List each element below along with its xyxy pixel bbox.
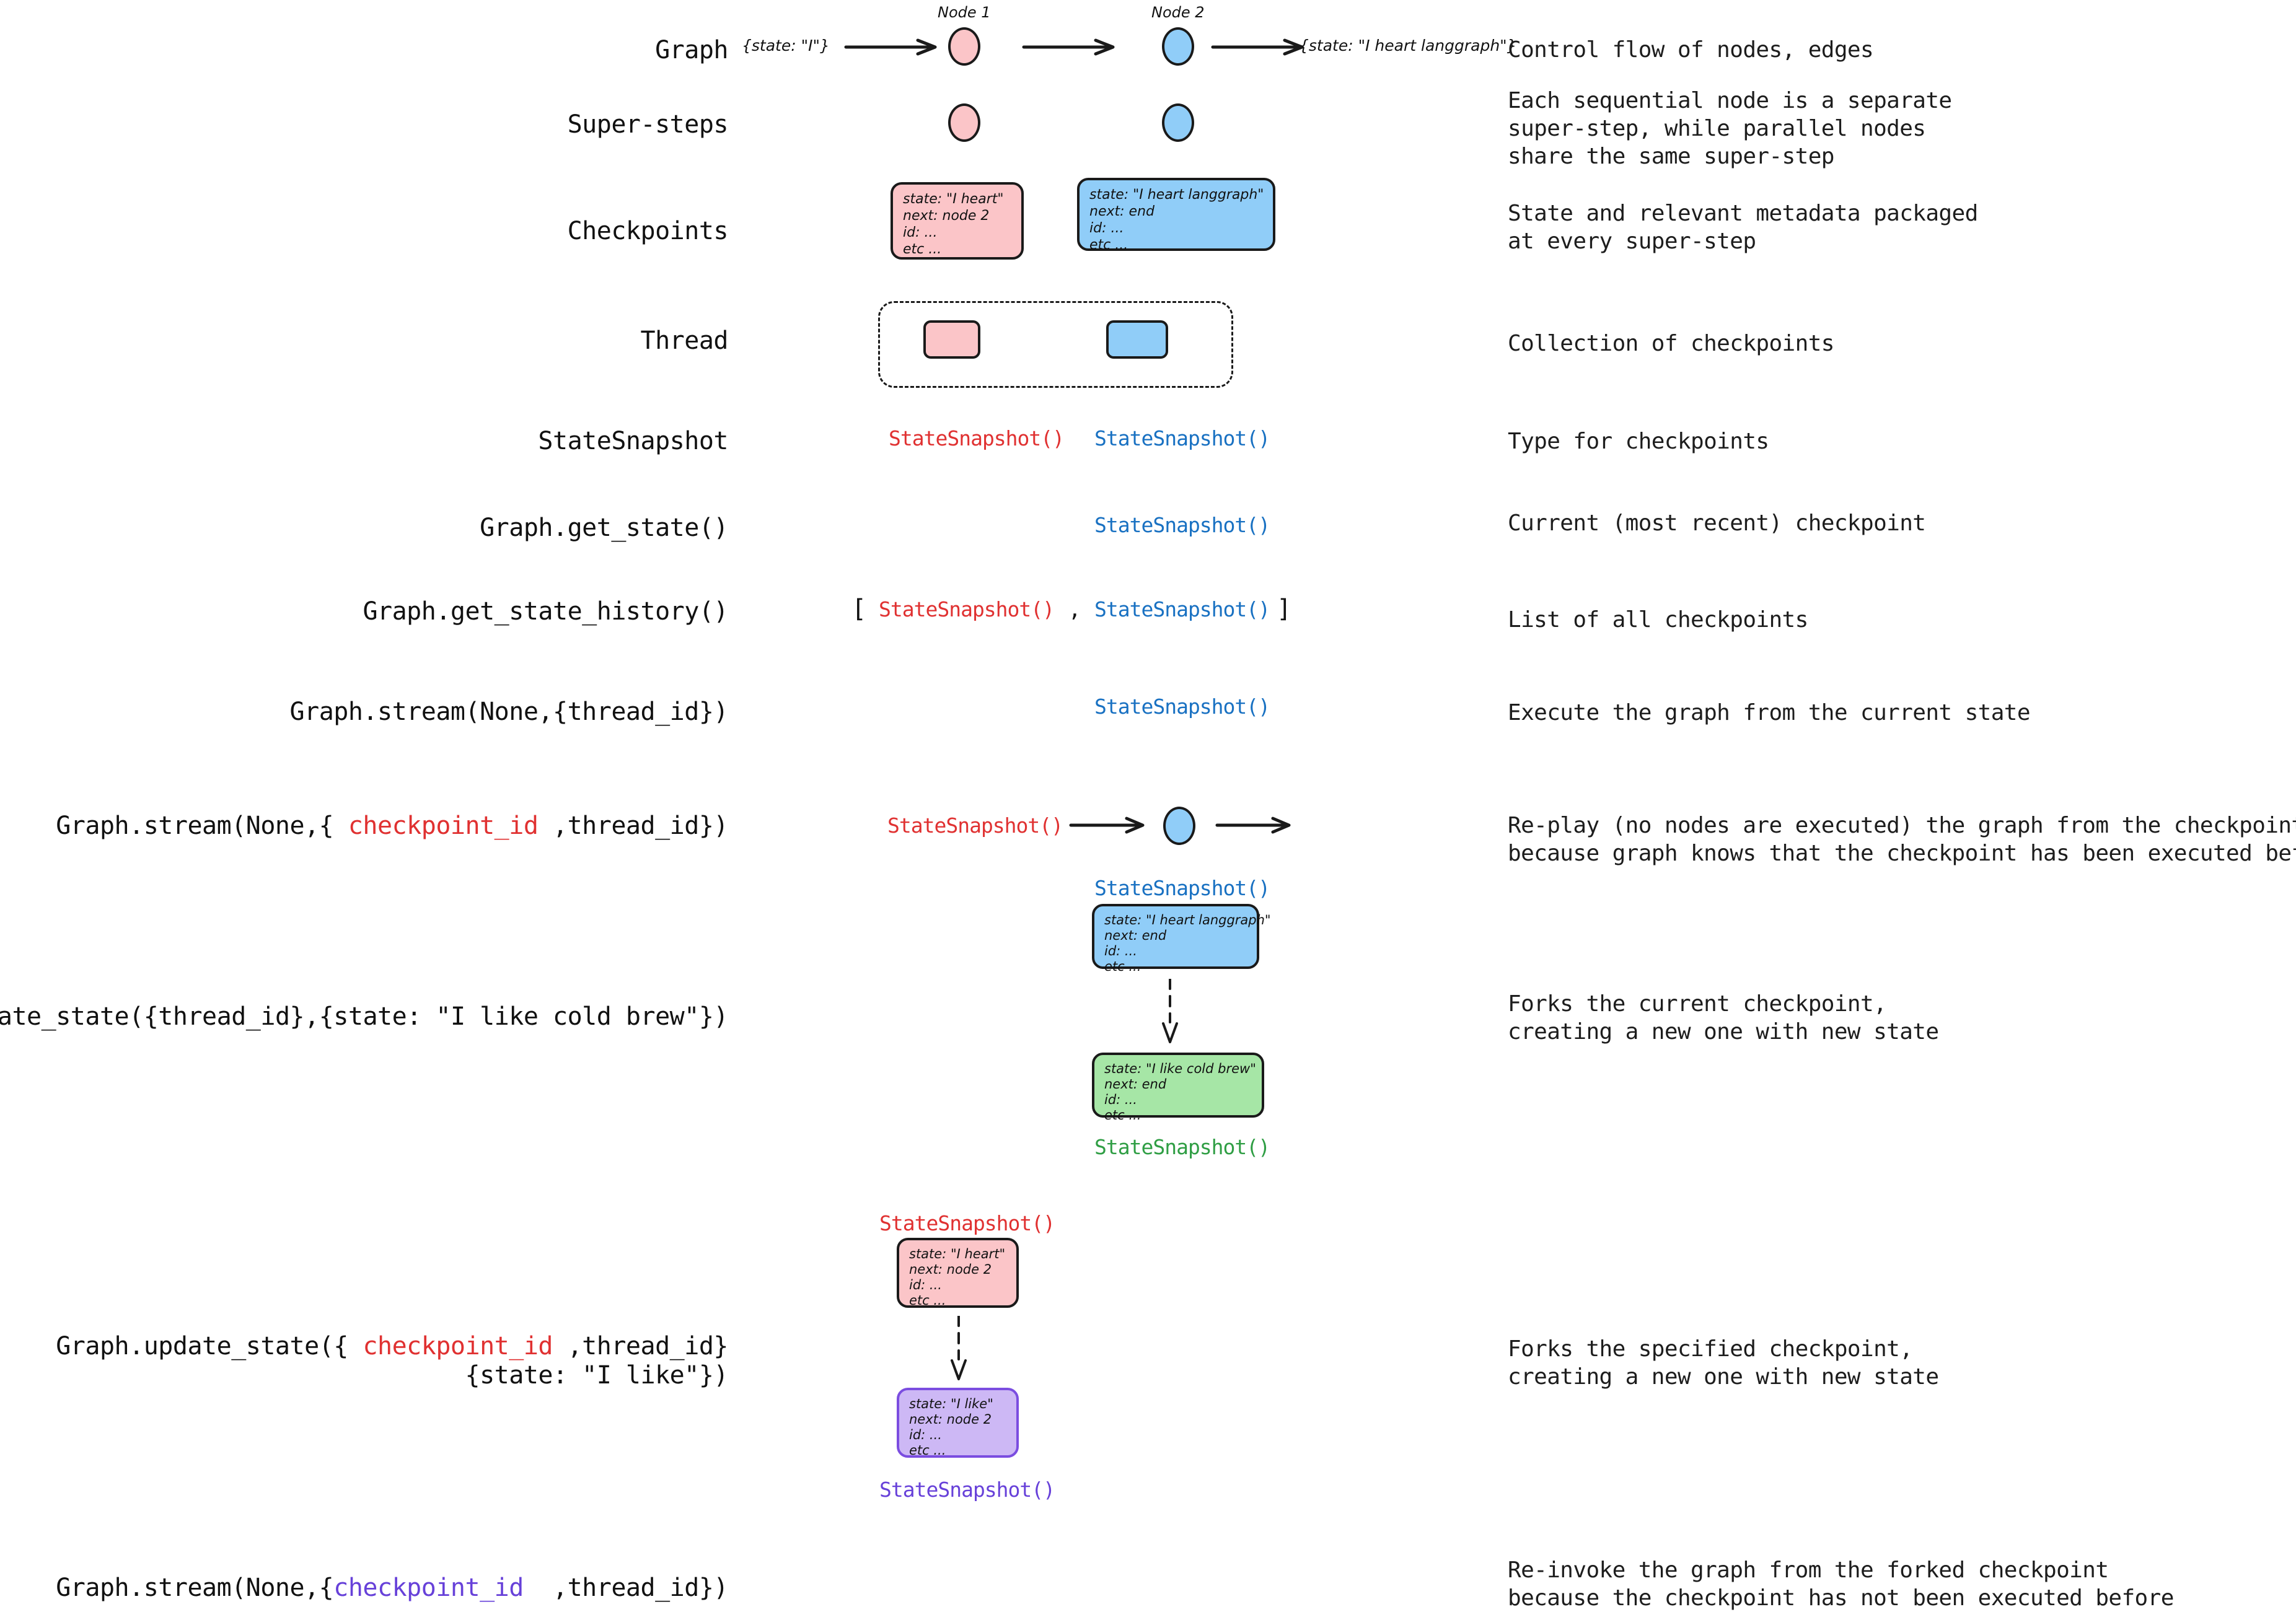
node1-caption: Node 1: [938, 4, 991, 21]
update-specified-line2: {state: "I like"}): [465, 1361, 729, 1390]
update-specified-prefix: Graph.update_state({: [56, 1332, 363, 1360]
checkpoint-box-blue: state: "I heart langgraph" next: end id:…: [1077, 178, 1275, 253]
checkpoint-box-pink: state: "I heart" next: node 2 id: ... et…: [891, 182, 1024, 260]
replay-arrow-2: [1215, 817, 1296, 835]
snapshot-label-pink: StateSnapshot(): [889, 426, 1065, 450]
thread-chip-blue: [1106, 320, 1168, 359]
row-label-update-specified: Graph.update_state({ checkpoint_id ,thre…: [56, 1332, 728, 1390]
desc-graph: Control flow of nodes, edges: [1508, 37, 1874, 63]
desc-statesnapshot: Type for checkpoints: [1508, 429, 1769, 454]
history-bracket-open: [: [851, 595, 867, 623]
row-label-get-state: Graph.get_state(): [480, 514, 728, 542]
row-label-super-steps: Super-steps: [567, 110, 729, 139]
get-state-result: StateSnapshot(): [1094, 513, 1270, 537]
update-current-forked-box: state: "I like cold brew" next: end id: …: [1092, 1053, 1264, 1123]
desc-update-current: Forks the current checkpoint, creating a…: [1508, 991, 1939, 1045]
edge-arrow-1: [844, 38, 944, 57]
desc-thread: Collection of checkpoints: [1508, 331, 1834, 356]
super-step-node-1: [948, 103, 980, 142]
checkpoint-id-token-update: checkpoint_id: [363, 1332, 553, 1360]
replay-node: [1163, 807, 1195, 845]
history-item-1: StateSnapshot(): [879, 597, 1055, 621]
update-specified-source-label: StateSnapshot(): [879, 1211, 1055, 1235]
stream-fork-suffix: ,thread_id}): [523, 1574, 729, 1602]
node2-caption: Node 2: [1151, 4, 1205, 21]
row-label-statesnapshot: StateSnapshot: [538, 427, 728, 455]
update-specified-source-box: state: "I heart" next: node 2 id: ... et…: [897, 1238, 1019, 1308]
row-label-stream-replay: Graph.stream(None,{ checkpoint_id ,threa…: [56, 812, 728, 841]
desc-super-steps: Each sequential node is a separate super…: [1508, 88, 1952, 169]
replay-arrow-1: [1069, 817, 1150, 835]
replay-source-snapshot: StateSnapshot(): [887, 813, 1063, 838]
desc-stream-thread: Execute the graph from the current state: [1508, 700, 2031, 725]
checkpoint-id-token-fork: checkpoint_id: [333, 1574, 524, 1602]
desc-update-specified: Forks the specified checkpoint, creating…: [1508, 1336, 1939, 1390]
desc-stream-replay: Re-play (no nodes are executed) the grap…: [1508, 813, 2296, 866]
graph-node-2: [1162, 27, 1194, 66]
stream-thread-result: StateSnapshot(): [1094, 694, 1270, 719]
update-specified-forked-box: state: "I like" next: node 2 id: ... etc…: [897, 1388, 1019, 1458]
graph-node-1: [948, 27, 980, 66]
row-label-graph: Graph: [655, 36, 728, 64]
checkpoint-id-token-replay: checkpoint_id: [348, 812, 539, 840]
fork-arrow-current: [1158, 978, 1182, 1049]
desc-stream-fork: Re-invoke the graph from the forked chec…: [1508, 1557, 2174, 1611]
history-comma: ,: [1068, 597, 1081, 622]
update-current-source-box: state: "I heart langgraph" next: end id:…: [1092, 904, 1271, 974]
thread-chip-pink: [923, 320, 980, 359]
stream-replay-prefix: Graph.stream(None,{: [56, 812, 348, 840]
row-label-checkpoints: Checkpoints: [567, 217, 729, 245]
fork-arrow-specified: [946, 1315, 971, 1386]
stream-replay-suffix: ,thread_id}): [538, 812, 728, 840]
desc-checkpoints: State and relevant metadata packaged at …: [1508, 201, 1978, 254]
row-label-stream-thread: Graph.stream(None,{thread_id}): [289, 698, 729, 726]
update-current-forked-label: StateSnapshot(): [1094, 1135, 1270, 1159]
row-label-get-state-history: Graph.get_state_history(): [363, 597, 728, 626]
history-bracket-close: ]: [1277, 595, 1292, 623]
super-step-node-2: [1162, 103, 1194, 142]
row-label-update-current: Graph.update_state({thread_id},{state: "…: [0, 1002, 729, 1031]
update-specified-forked-label: StateSnapshot(): [879, 1478, 1055, 1502]
history-item-2: StateSnapshot(): [1094, 597, 1270, 621]
stream-fork-prefix: Graph.stream(None,{: [56, 1574, 334, 1602]
row-label-thread: Thread: [640, 326, 729, 355]
row-label-stream-fork: Graph.stream(None,{checkpoint_id ,thread…: [56, 1574, 728, 1603]
desc-get-state-history: List of all checkpoints: [1508, 607, 1808, 633]
graph-input-state: {state: "I"}: [742, 37, 830, 55]
desc-get-state: Current (most recent) checkpoint: [1508, 510, 1926, 536]
snapshot-label-blue: StateSnapshot(): [1094, 426, 1270, 450]
update-specified-suffix: ,thread_id}: [553, 1332, 729, 1360]
replay-result-snapshot: StateSnapshot(): [1094, 876, 1270, 900]
graph-output-state: {state: "I heart langgraph"}: [1299, 37, 1517, 55]
thread-container: [878, 301, 1233, 388]
edge-arrow-3: [1211, 38, 1311, 57]
edge-arrow-2: [1022, 38, 1122, 57]
